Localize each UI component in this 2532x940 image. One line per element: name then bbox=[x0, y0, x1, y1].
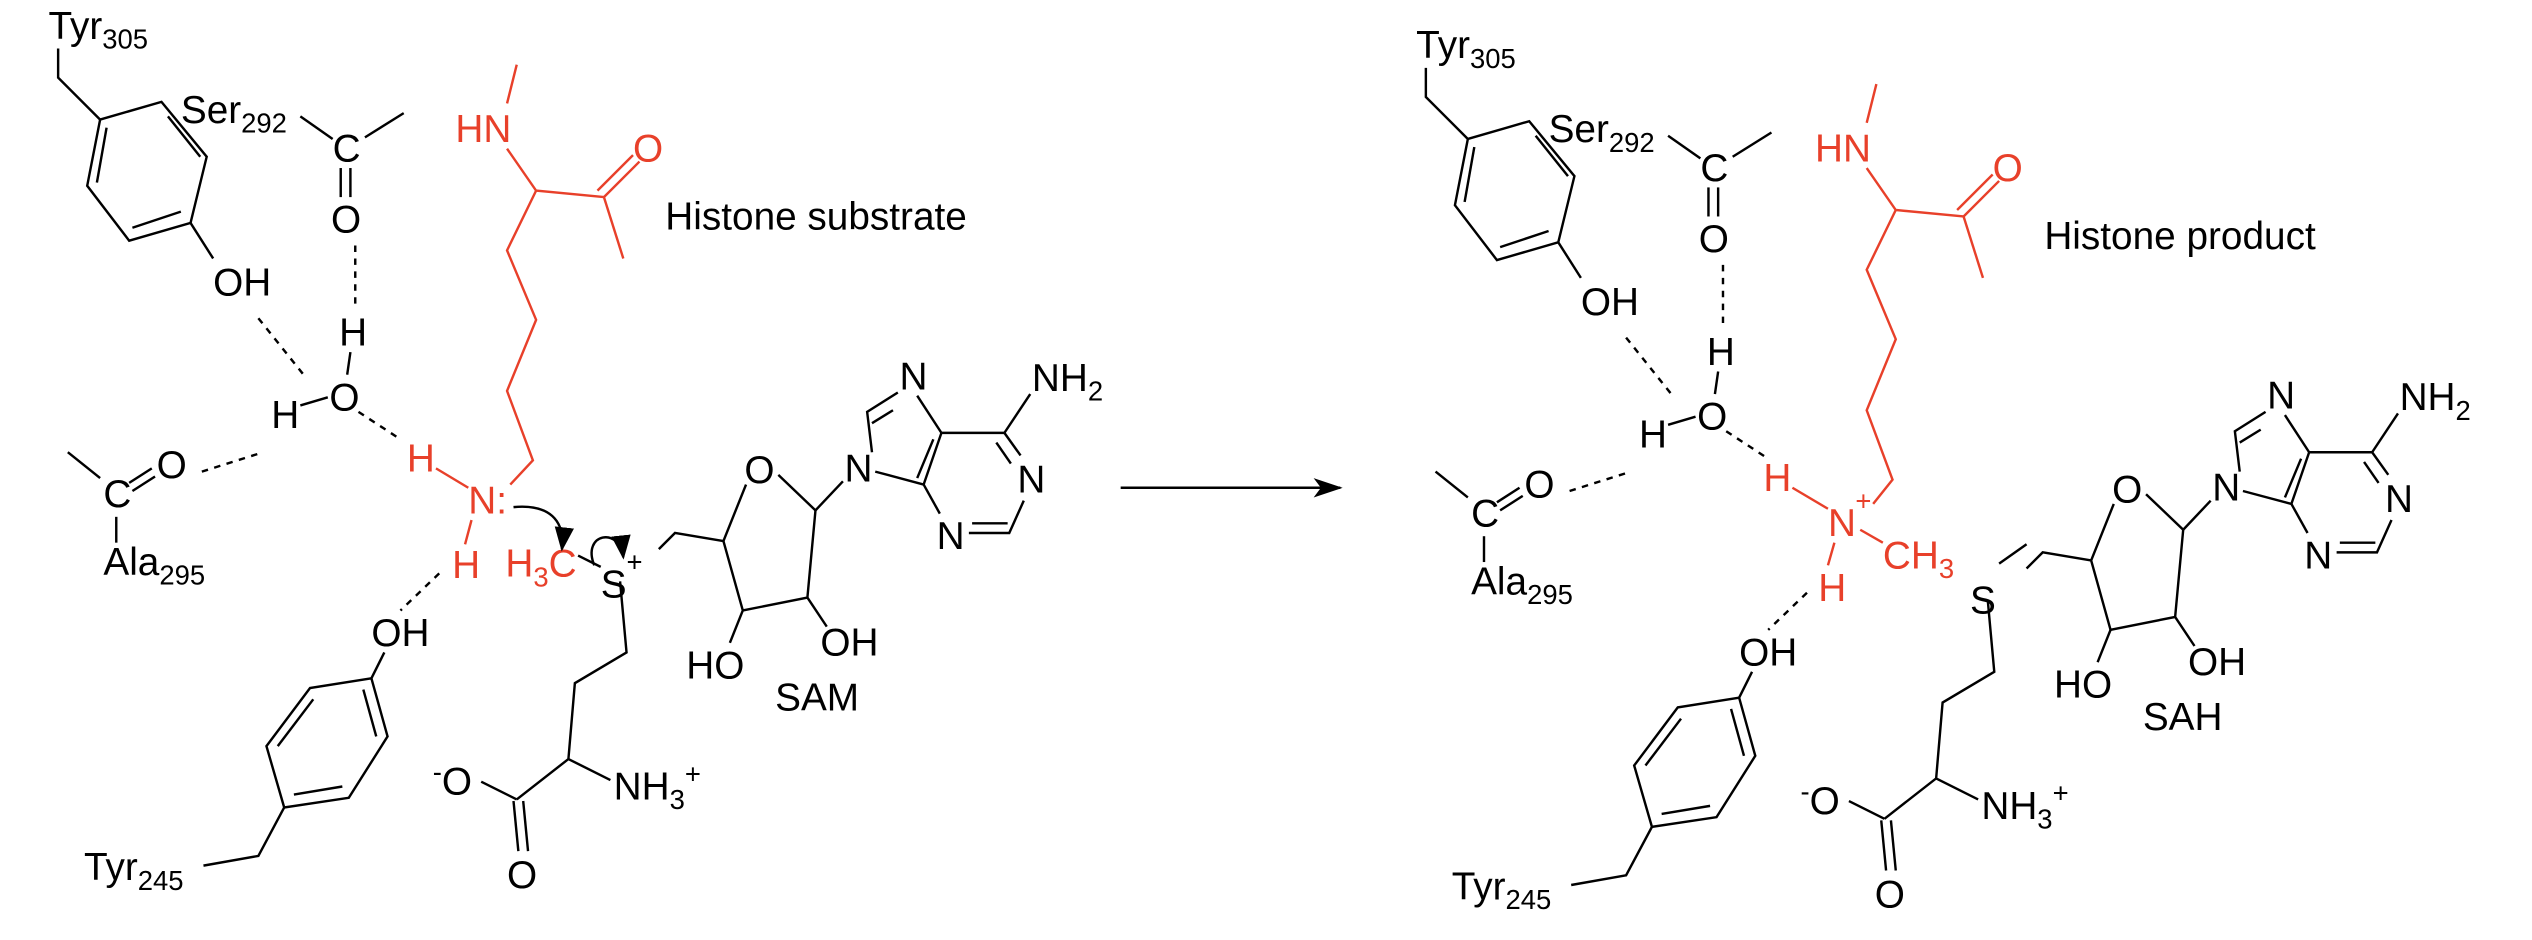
nitrogen-charge: + bbox=[1855, 485, 1871, 516]
histone-substrate-label: Histone substrate bbox=[665, 195, 967, 238]
methionine-chain: NH3+ -O O bbox=[433, 581, 701, 897]
ser292-carbon: C bbox=[333, 128, 361, 171]
tyr245-label: Tyr245 bbox=[84, 846, 184, 896]
histone-product-label: Histone product bbox=[2044, 215, 2316, 258]
lysine-h-upper: H bbox=[407, 438, 435, 481]
carboxylate-oxygen: -O bbox=[433, 757, 472, 804]
adenine-n9: N bbox=[845, 447, 873, 490]
water-oxygen: O bbox=[329, 376, 359, 419]
tyr245-residue: OH Tyr245 bbox=[84, 572, 441, 896]
ala295-label: Ala295 bbox=[103, 541, 205, 591]
sulfonium-charge: + bbox=[627, 547, 643, 578]
adenine-base: N N NH2 N N bbox=[845, 355, 1104, 558]
adenine-n3: N bbox=[937, 515, 965, 558]
transferred-methyl: CH3 bbox=[1883, 535, 1954, 585]
ribose-oxygen: O bbox=[744, 449, 774, 492]
ala295-oxygen: O bbox=[157, 444, 187, 487]
product-carbonyl-oxygen: O bbox=[1993, 147, 2023, 190]
nucleophilic-attack-arrow bbox=[513, 505, 574, 552]
ribose-3-hydroxyl: HO bbox=[686, 644, 744, 687]
thioether-sulfur: S bbox=[1970, 580, 1996, 623]
ala295-carbon: C bbox=[103, 473, 131, 516]
substrate-carbonyl-oxygen: O bbox=[633, 128, 663, 171]
adenine-n7: N bbox=[899, 355, 927, 398]
thioether-bond bbox=[1998, 543, 2028, 565]
tyr245-hydroxyl: OH bbox=[371, 612, 429, 655]
ribose-ring: O HO OH bbox=[657, 449, 878, 687]
adenine-n1: N bbox=[1017, 459, 1045, 502]
water-h-left: H bbox=[271, 394, 299, 437]
lysine-nitrogen: N: bbox=[468, 480, 507, 523]
ribose-2-hydroxyl: OH bbox=[820, 622, 878, 665]
ser292-residue: Ser292 C O bbox=[181, 89, 405, 242]
sam-methyl-sulfonium: H3C S + bbox=[505, 505, 643, 607]
ala295-residue: C O Ala295 bbox=[67, 444, 264, 591]
sam-label: SAM bbox=[775, 677, 859, 720]
methyl-group: H3C bbox=[505, 543, 576, 593]
sah-label: SAH bbox=[2143, 696, 2223, 739]
methylated-nitrogen: N bbox=[1828, 502, 1856, 545]
tyr305-hydroxyl: OH bbox=[213, 262, 271, 305]
water-molecule: H O H bbox=[257, 245, 402, 441]
active-site-framework: Tyr305 OH Ser292 C O H O H bbox=[48, 5, 1103, 897]
carboxyl-oxygen: O bbox=[507, 854, 537, 897]
water-h-top: H bbox=[339, 312, 367, 355]
histone-substrate: HN O H N: H bbox=[407, 64, 663, 587]
substrate-backbone-nh: HN bbox=[455, 108, 511, 151]
bond-cleavage-arrow bbox=[590, 534, 631, 566]
product-backbone-nh: HN bbox=[1815, 128, 1871, 171]
product-active-site-framework bbox=[1414, 23, 2473, 918]
sulfonium-sulfur: S bbox=[601, 564, 627, 607]
tyr305-label: Tyr305 bbox=[48, 5, 148, 55]
product-h-upper: H bbox=[1763, 457, 1791, 500]
histone-product: HN O H N + CH3 H bbox=[1763, 83, 2023, 610]
amino-group: NH3+ bbox=[614, 758, 701, 815]
tyr305-residue: Tyr305 OH bbox=[48, 5, 271, 305]
ser292-oxygen: O bbox=[331, 199, 361, 242]
lysine-h-lower: H bbox=[452, 544, 480, 587]
ser292-label: Ser292 bbox=[181, 89, 287, 139]
product-h-lower: H bbox=[1818, 567, 1846, 610]
amine-nh2: NH2 bbox=[1032, 357, 1103, 407]
